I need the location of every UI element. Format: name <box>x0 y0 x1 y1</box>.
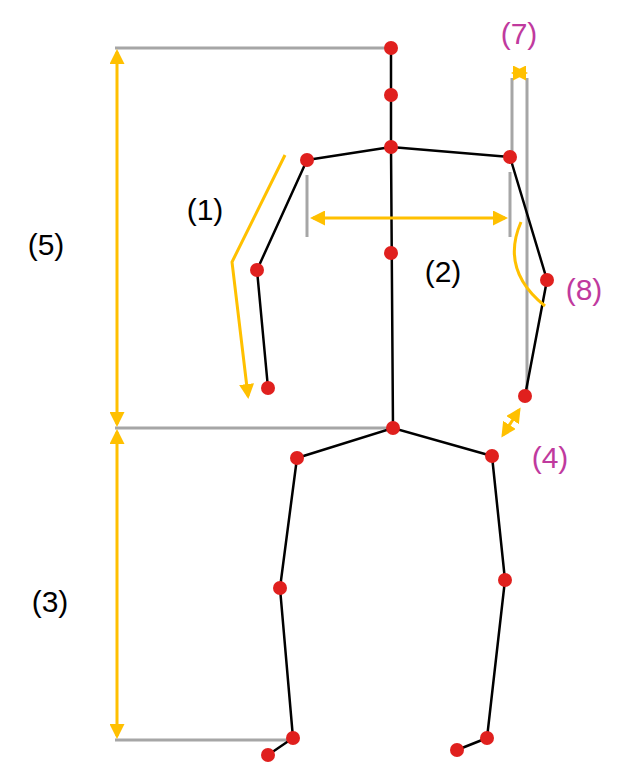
callout-number: (7) <box>501 19 538 49</box>
callout-number: (2) <box>425 257 462 287</box>
callout-number: (3) <box>32 587 69 617</box>
callout-number: (1) <box>187 195 224 225</box>
callout-number: (4) <box>532 443 569 473</box>
callout-number: (8) <box>566 275 603 305</box>
callout-number: (5) <box>28 230 65 260</box>
